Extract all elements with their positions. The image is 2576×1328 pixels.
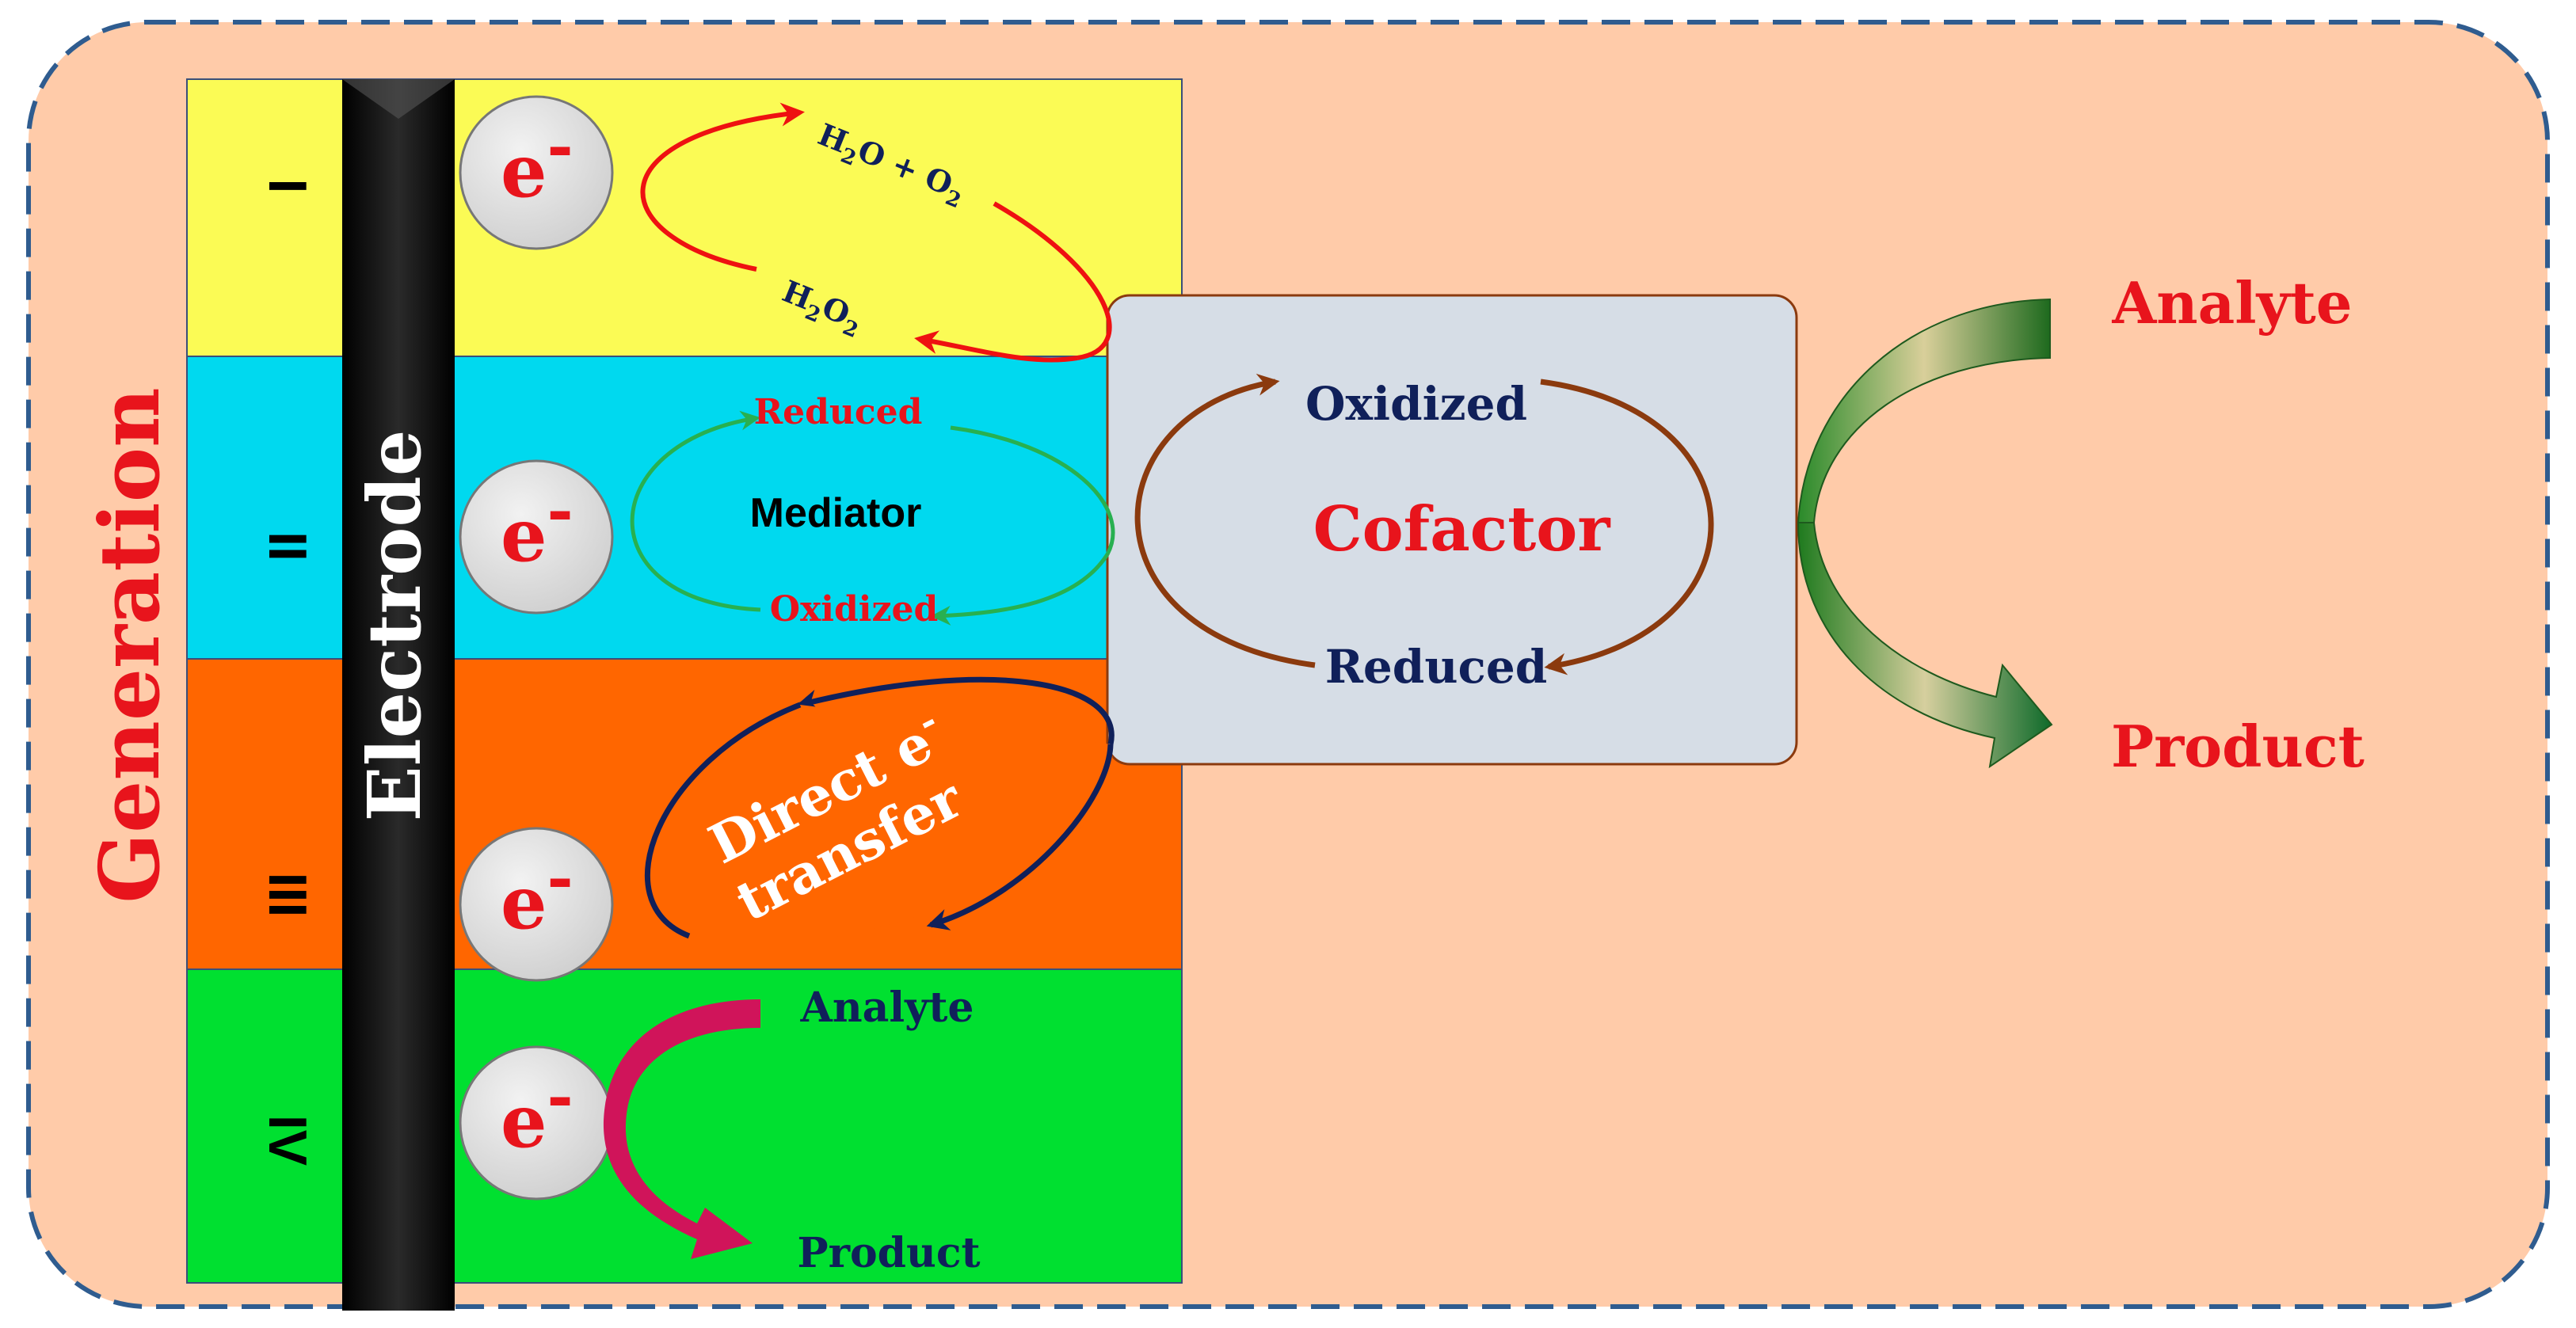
- gen3-arrow-left: [645, 702, 802, 939]
- electron-symbol: e-: [501, 1059, 574, 1164]
- electron-circle: [459, 827, 614, 982]
- gen2-reduced-label: Reduced: [754, 392, 923, 432]
- gen2-oxidized-label: Oxidized: [770, 589, 939, 630]
- gen4-analyte-label: Analyte: [800, 984, 974, 1032]
- gen1-arrow-return: [914, 330, 1078, 363]
- gen2-mediator-label: Mediator: [750, 490, 922, 536]
- gen2-arrow-right-top: [950, 425, 1115, 556]
- enzyme-arrow-bottom: [1797, 522, 2053, 769]
- gen2-arrow-left: [630, 410, 761, 612]
- electron-circle: [459, 459, 614, 615]
- electrode-bar: [342, 79, 455, 1311]
- electron-symbol: e-: [501, 840, 574, 946]
- gen2-arrow-return: [931, 553, 1110, 626]
- generation-label: Generation: [81, 387, 178, 903]
- cofactor-arrow-left: [1134, 373, 1316, 668]
- gen4-product-label: Product: [797, 1229, 980, 1277]
- gen3-arrow-top: [795, 676, 1115, 745]
- electron-gen-4: e-: [459, 1045, 614, 1201]
- electron-gen-3: e-: [459, 827, 614, 982]
- numeral-gen-2: II: [257, 531, 318, 561]
- band-gen-1: [186, 78, 1183, 357]
- electron-circle: [459, 95, 614, 250]
- gen1-arrow-left: [640, 102, 805, 272]
- electrode-label: Electrode: [352, 430, 437, 822]
- band-gen-2: [186, 356, 1183, 660]
- numeral-gen-1: I: [257, 179, 318, 194]
- numeral-gen-3: III: [257, 873, 318, 918]
- enzyme-product-label: Product: [2111, 713, 2365, 780]
- electron-symbol: e-: [501, 108, 574, 214]
- gen3-arrow-bottom: [926, 744, 1114, 930]
- enzyme-analyte-label: Analyte: [2111, 269, 2352, 337]
- electron-symbol: e-: [501, 473, 574, 578]
- electrode-top-bevel: [342, 79, 455, 119]
- gen3-ellipse-fill: [647, 705, 1113, 945]
- cofactor-arrow-right: [1540, 379, 1714, 675]
- electron-gen-2: e-: [459, 459, 614, 615]
- cofactor-reduced-label: Reduced: [1325, 640, 1548, 694]
- electron-gen-1: e-: [459, 95, 614, 250]
- cofactor-oxidized-label: Oxidized: [1305, 377, 1527, 431]
- gen4-curved-arrow: [603, 999, 760, 1259]
- gen1-arrow-right: [993, 201, 1112, 360]
- numeral-gen-4: IV: [257, 1115, 318, 1166]
- cofactor-label: Cofactor: [1313, 493, 1611, 565]
